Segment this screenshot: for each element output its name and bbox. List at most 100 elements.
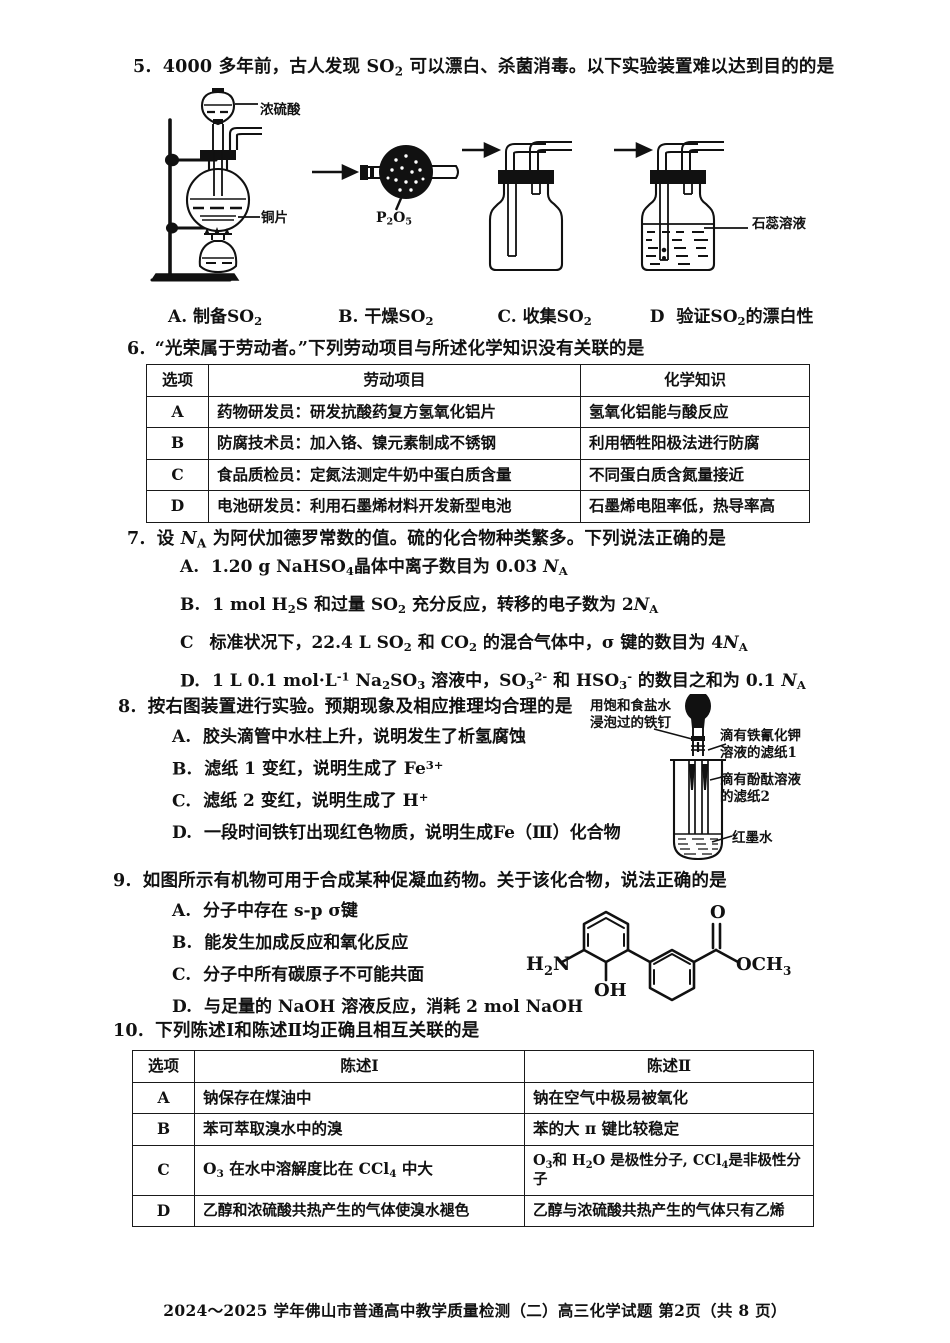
q7-option-c[interactable]: C 标准状况下，22.4 L SO2 和 CO2 的混合气体中，σ 键的数目为 …	[180, 633, 748, 655]
q6-header-option: 选项	[146, 364, 209, 397]
q5-number: 5.	[133, 57, 152, 77]
table-row: C 食品质检员：定氮法测定牛奶中蛋白质含量 不同蛋白质含氮量接近	[146, 458, 810, 492]
table-row: C O3 在水中溶解度比在 CCl4 中大 O3和 H2O 是极性分子, CCl…	[132, 1144, 814, 1196]
question-7-stem: 7. 设 NA 为阿伏加德罗常数的值。硫的化合物种类繁多。下列说法正确的是	[127, 528, 927, 552]
q10-row-b-option: B	[132, 1113, 195, 1146]
q7-option-a[interactable]: A. 1.20 g NaHSO4晶体中离子数目为 0.03 NA	[180, 557, 568, 579]
q7-stem-text: 设 NA 为阿伏加德罗常数的值。硫的化合物种类繁多。下列说法正确的是	[156, 529, 726, 551]
question-9-stem: 9. 如图所示有机物可用于合成某种促凝血药物。关于该化合物，说法正确的是	[113, 870, 893, 894]
table-header-row: 选项 陈述I 陈述Ⅱ	[132, 1050, 814, 1083]
svg-text:O: O	[710, 902, 726, 923]
q6-row-c-knowledge: 不同蛋白质含氮量接近	[580, 458, 810, 492]
q6-row-d-knowledge: 石墨烯电阻率低，热导率高	[580, 490, 810, 523]
q5-label-copper-sheet: 铜片	[261, 210, 288, 226]
q9-option-a[interactable]: A. 分子中存在 s-p σ键	[172, 901, 358, 921]
q6-row-b-option: B	[146, 427, 209, 460]
q10-header-statement2: 陈述Ⅱ	[524, 1050, 814, 1083]
table-row: D 电池研发员：利用石墨烯材料开发新型电池 石墨烯电阻率低，热导率高	[146, 490, 810, 523]
table-row: D 乙醇和浓硫酸共热产生的气体使溴水褪色 乙醇与浓硫酸共热产生的气体只有乙烯	[132, 1194, 814, 1228]
q10-row-b-s2: 苯的大 π 键比较稳定	[524, 1113, 814, 1146]
q6-number: 6.	[127, 339, 146, 359]
question-8-stem: 8. 按右图装置进行实验。预期现象及相应推理均合理的是	[118, 696, 638, 720]
q10-row-c-option: C	[132, 1144, 195, 1196]
q10-row-a-s1: 钠保存在煤油中	[194, 1081, 525, 1115]
q6-row-c-option: C	[146, 458, 209, 492]
q8-stem-text: 按右图装置进行实验。预期现象及相应推理均合理的是	[147, 697, 573, 717]
q6-row-c-task: 食品质检员：定氮法测定牛奶中蛋白质含量	[208, 458, 581, 492]
q10-number: 10.	[113, 1021, 145, 1041]
figure-organic-structure: H2N OH O OCH3	[526, 902, 791, 1002]
q6-row-a-task: 药物研发员：研发抗酸药复方氢氧化铝片	[208, 395, 581, 429]
q8-option-b[interactable]: B. 滤纸 1 变红，说明生成了 Fe3+	[172, 758, 444, 780]
q5-label-litmus-solution: 石蕊溶液	[752, 216, 806, 232]
table-row: B 苯可萃取溴水中的溴 苯的大 π 键比较稳定	[132, 1113, 814, 1146]
q8-number: 8.	[118, 697, 137, 717]
q9-option-d[interactable]: D. 与足量的 NaOH 溶液反应，消耗 2 mol NaOH	[172, 997, 584, 1017]
q10-header-statement1: 陈述I	[194, 1050, 525, 1083]
q5-label-p2o5: P2O5	[376, 210, 412, 228]
q5-option-b[interactable]: B. 干燥SO2	[338, 307, 434, 329]
q8-label-filter-paper-1: 滴有铁氰化钾 溶液的滤纸1	[720, 728, 801, 761]
q7-option-b[interactable]: B. 1 mol H2S 和过量 SO2 充分反应，转移的电子数为 2NA	[180, 595, 659, 617]
q10-table-wrapper: 选项 陈述I 陈述Ⅱ A 钠保存在煤油中 钠在空气中极易被氧化 B 苯可萃取溴水…	[132, 1050, 814, 1228]
question-6-stem: 6. “光荣属于劳动者。”下列劳动项目与所述化学知识没有关联的是	[127, 338, 927, 362]
svg-text:H2N: H2N	[526, 953, 570, 979]
q6-header-task: 劳动项目	[208, 364, 581, 397]
q8-label-red-ink: 红墨水	[732, 830, 773, 846]
figure-gas-collection-bottle	[462, 141, 572, 272]
q6-row-b-knowledge: 利用牺牲阳极法进行防腐	[580, 427, 810, 460]
q5-figure-group: 浓硫酸 铜片	[130, 88, 830, 298]
q7-number: 7.	[127, 529, 146, 549]
q9-option-c[interactable]: C. 分子中所有碳原子不可能共面	[172, 965, 425, 985]
figure-iron-nail-test-tube	[653, 694, 733, 861]
q6-row-d-task: 电池研发员：利用石墨烯材料开发新型电池	[208, 490, 581, 523]
q5-option-a[interactable]: A. 制备SO2	[168, 307, 263, 329]
q5-options: A. 制备SO2 B. 干燥SO2 C. 收集SO2 D 验证SO2的漂白性	[168, 302, 848, 328]
q8-figure-group: 用饱和食盐水 浸泡过的铁钉 滴有铁氰化钾 溶液的滤纸1 滴有酚酞溶液 的滤纸2 …	[590, 694, 842, 866]
q10-row-d-option: D	[132, 1194, 195, 1228]
q9-structure-group: H2N OH O OCH3	[524, 896, 844, 1012]
table-header-row: 选项 劳动项目 化学知识	[146, 364, 810, 397]
q10-header-option: 选项	[132, 1050, 195, 1083]
q6-header-knowledge: 化学知识	[580, 364, 810, 397]
q7-option-d[interactable]: D. 1 L 0.1 mol·L-1 Na2SO3 溶液中，SO32- 和 HS…	[180, 670, 806, 693]
q10-row-d-s1: 乙醇和浓硫酸共热产生的气体使溴水褪色	[194, 1194, 525, 1228]
q10-row-b-s1: 苯可萃取溴水中的溴	[194, 1113, 525, 1146]
q8-option-a[interactable]: A. 胶头滴管中水柱上升，说明发生了析氢腐蚀	[172, 727, 527, 747]
q8-option-d[interactable]: D. 一段时间铁钉出现红色物质，说明生成Fe（Ⅲ）化合物	[172, 823, 621, 843]
figure-litmus-bottle	[614, 141, 748, 272]
q6-table: 选项 劳动项目 化学知识 A 药物研发员：研发抗酸药复方氢氧化铝片 氢氧化铝能与…	[146, 364, 810, 523]
q6-row-b-task: 防腐技术员：加入铬、镍元素制成不锈钢	[208, 427, 581, 460]
q6-stem-text: “光荣属于劳动者。”下列劳动项目与所述化学知识没有关联的是	[154, 339, 645, 359]
q10-row-d-s2: 乙醇与浓硫酸共热产生的气体只有乙烯	[524, 1194, 814, 1228]
q10-row-a-s2: 钠在空气中极易被氧化	[524, 1081, 814, 1115]
q6-table-wrapper: 选项 劳动项目 化学知识 A 药物研发员：研发抗酸药复方氢氧化铝片 氢氧化铝能与…	[146, 364, 810, 523]
page-footer: 2024～2025 学年佛山市普通高中教学质量检测（二）高三化学试题 第2页（共…	[163, 1301, 787, 1320]
q8-option-c[interactable]: C. 滤纸 2 变红，说明生成了 H+	[172, 790, 429, 812]
figure-so2-generator	[150, 88, 262, 282]
q8-label-filter-paper-2: 滴有酚酞溶液 的滤纸2	[720, 772, 801, 805]
figure-p2o5-drying-tube	[312, 145, 459, 211]
q9-stem-text: 如图所示有机物可用于合成某种促凝血药物。关于该化合物，说法正确的是	[142, 871, 727, 891]
q5-option-c[interactable]: C. 收集SO2	[497, 307, 592, 329]
svg-text:OCH3: OCH3	[736, 954, 791, 978]
q10-row-a-option: A	[132, 1081, 195, 1115]
table-row: A 药物研发员：研发抗酸药复方氢氧化铝片 氢氧化铝能与酸反应	[146, 395, 810, 429]
q10-table: 选项 陈述I 陈述Ⅱ A 钠保存在煤油中 钠在空气中极易被氧化 B 苯可萃取溴水…	[132, 1050, 814, 1228]
table-row: B 防腐技术员：加入铬、镍元素制成不锈钢 利用牺牲阳极法进行防腐	[146, 427, 810, 460]
q6-row-a-option: A	[146, 395, 209, 429]
q9-number: 9.	[113, 871, 132, 891]
svg-text:OH: OH	[594, 980, 627, 1001]
q5-option-d[interactable]: D 验证SO2的漂白性	[649, 307, 814, 329]
q6-row-d-option: D	[146, 490, 209, 523]
question-10-stem: 10. 下列陈述I和陈述Ⅱ均正确且相互关联的是	[113, 1020, 913, 1044]
q10-row-c-s1: O3 在水中溶解度比在 CCl4 中大	[194, 1144, 525, 1196]
q10-stem-text: 下列陈述I和陈述Ⅱ均正确且相互关联的是	[155, 1021, 480, 1041]
q6-row-a-knowledge: 氢氧化铝能与酸反应	[580, 395, 810, 429]
q10-row-c-s2: O3和 H2O 是极性分子, CCl4是非极性分子	[524, 1144, 814, 1196]
q9-option-b[interactable]: B. 能发生加成反应和氧化反应	[172, 933, 409, 953]
q8-label-iron-nail: 用饱和食盐水 浸泡过的铁钉	[590, 698, 671, 731]
q5-stem-text: 4000 多年前，古人发现 SO2 可以漂白、杀菌消毒。以下实验装置难以达到目的…	[162, 57, 835, 79]
table-row: A 钠保存在煤油中 钠在空气中极易被氧化	[132, 1081, 814, 1115]
